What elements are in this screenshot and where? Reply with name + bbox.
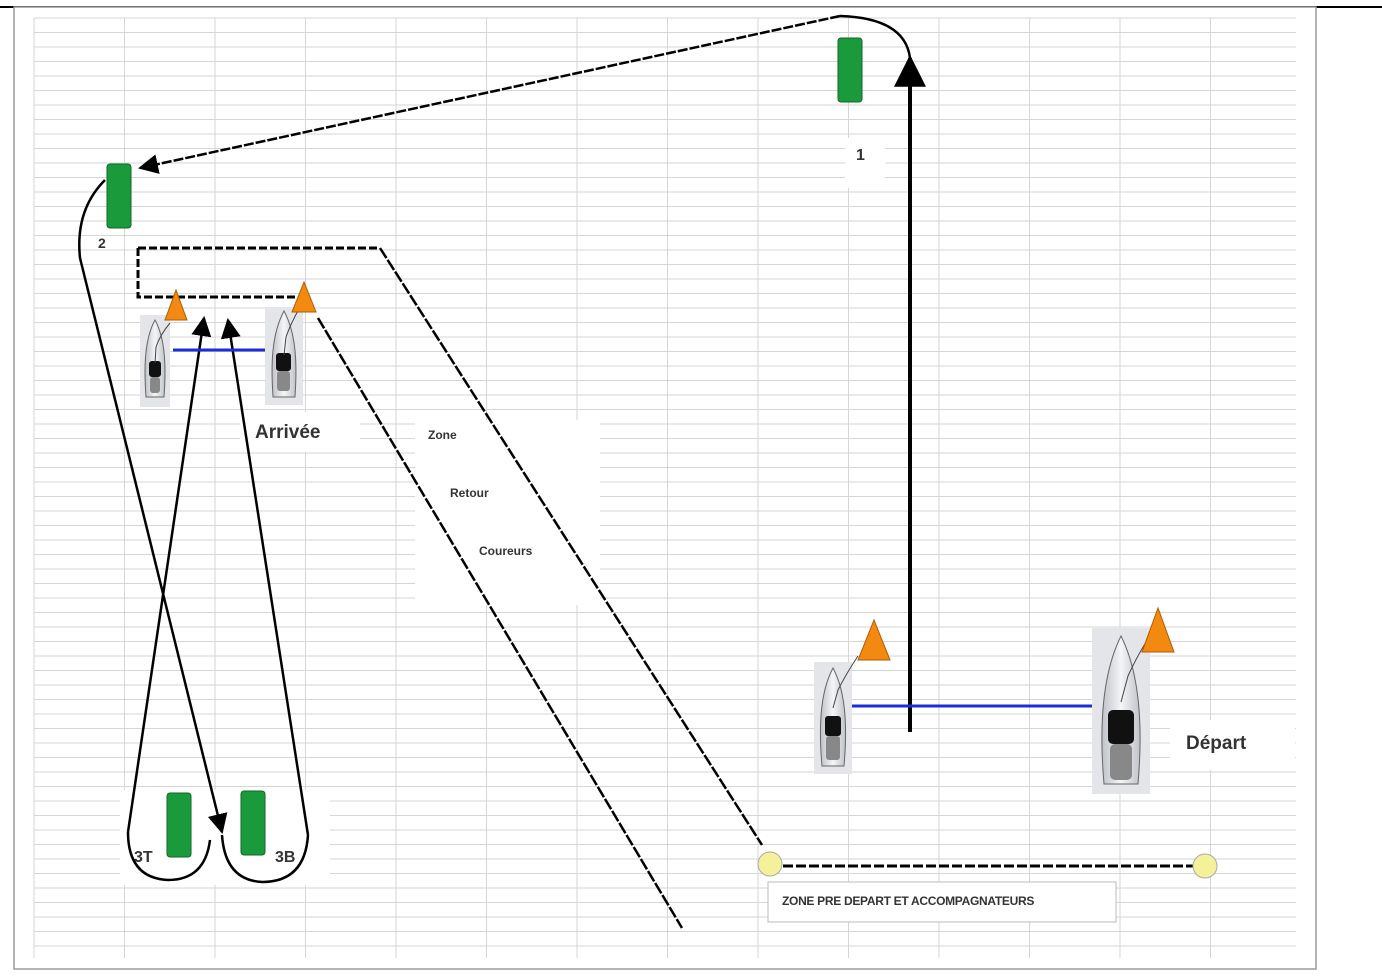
depart-label-patch (1170, 720, 1295, 770)
left-ball-buoy (757, 851, 783, 877)
start-flag-left (857, 618, 891, 661)
finish-flag-left (164, 288, 188, 321)
mark1-label: 1 (856, 147, 865, 164)
zone-label-line2: Retour (450, 486, 489, 500)
finish-boat-left (140, 315, 171, 407)
right-ball-buoy (1192, 853, 1218, 879)
finish-boat-right (265, 307, 303, 405)
mark1-buoy (837, 37, 863, 103)
departure-label: Départ (1186, 733, 1247, 754)
zone-label-line1: Zone (428, 428, 457, 442)
mark3b-label: 3B (275, 849, 295, 866)
mark3t-label: 3T (134, 849, 153, 866)
mark2-label: 2 (98, 235, 106, 251)
mark1-label-patch (845, 138, 885, 188)
pre-start-line (757, 851, 1218, 879)
return-zone-lines (316, 247, 764, 929)
start-boat-left (814, 655, 859, 774)
mark2-buoy (106, 163, 132, 229)
course-path (78, 14, 926, 884)
zone-label-patch (415, 420, 600, 605)
finish-flag-right (291, 280, 317, 313)
arrival-box (136, 246, 380, 299)
start-flag-right (1141, 606, 1175, 653)
mark3t-buoy (166, 792, 192, 858)
background-grid (33, 17, 1296, 958)
start-boat-right (1092, 628, 1151, 794)
zone-label-line3: Coureurs (479, 544, 533, 558)
arrivee-label-patch (240, 412, 360, 452)
arrival-label: Arrivée (255, 422, 321, 443)
pre-start-label-box (767, 881, 1117, 923)
mark3-patch (120, 790, 330, 885)
mark3b-buoy (240, 790, 266, 856)
pre-start-zone-label: ZONE PRE DEPART ET ACCOMPAGNATEURS (782, 894, 1034, 908)
